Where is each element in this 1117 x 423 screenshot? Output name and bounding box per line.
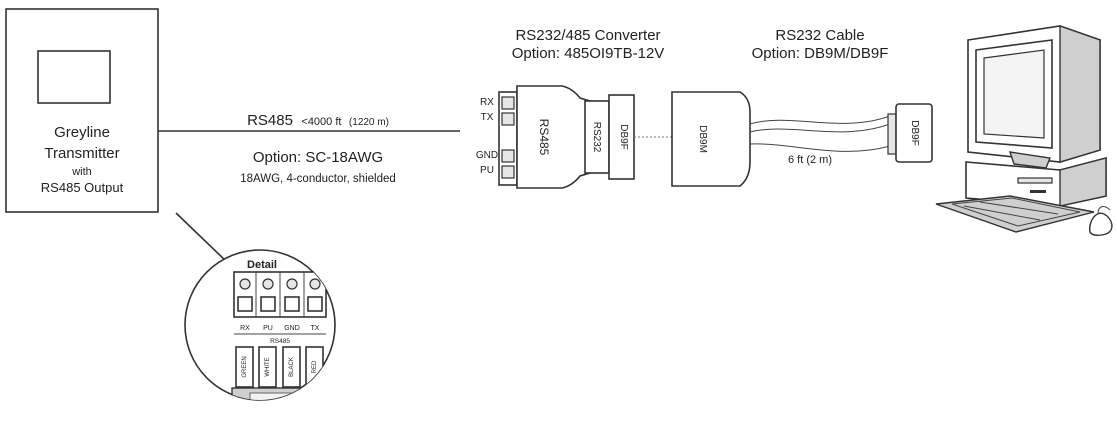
rs232-cable-length: 6 ft (2 m) bbox=[788, 154, 832, 166]
detail-screw-rx bbox=[239, 278, 251, 290]
detail-title: Detail bbox=[247, 259, 277, 271]
rs232-cable: RS232 Cable Option: DB9M/DB9F DB9M 6 ft … bbox=[671, 27, 933, 187]
converter-db9f-connector bbox=[608, 94, 635, 180]
rs232-db9f-collar bbox=[887, 113, 897, 155]
converter-db9f-label: DB9F bbox=[618, 124, 629, 150]
computer-base-side bbox=[1059, 157, 1107, 207]
transmitter-with: with bbox=[71, 166, 92, 178]
detail-view: Detail RX PU GND TX RS485 bbox=[184, 249, 336, 401]
keyboard bbox=[935, 195, 1095, 233]
computer-drive-led bbox=[1030, 190, 1046, 193]
converter-rs232-label: RS232 bbox=[591, 122, 602, 153]
rs485-cable-label: RS485 <4000 ft (1220 m) bbox=[247, 112, 389, 129]
rs232-db9f-connector bbox=[895, 103, 933, 163]
detail-opening-gnd bbox=[284, 296, 300, 312]
converter-rs485-label: RS485 bbox=[537, 119, 551, 156]
detail-wire-black bbox=[282, 346, 301, 388]
monitor-stand bbox=[1008, 151, 1051, 169]
mouse-cable bbox=[1097, 206, 1111, 215]
terminal-screw-tx bbox=[501, 112, 515, 126]
rs485-cable-option: Option: SC-18AWG bbox=[253, 149, 383, 166]
rs485-cable: RS485 <4000 ft (1220 m) Option: SC-18AWG… bbox=[158, 112, 460, 185]
transmitter-display bbox=[37, 50, 111, 104]
transmitter-name: Greyline bbox=[54, 124, 110, 141]
converter: RS232/485 Converter Option: 485OI9TB-12V… bbox=[498, 27, 665, 189]
computer bbox=[935, 25, 1113, 237]
converter-option: Option: 485OI9TB-12V bbox=[512, 45, 665, 62]
transmitter-enclosure bbox=[5, 8, 159, 213]
keyboard-key-row-1 bbox=[963, 205, 1041, 221]
detail-wire-label-white: WHITE bbox=[265, 357, 271, 376]
converter-db9f-plate bbox=[584, 100, 610, 174]
detail-terminal-label-rx: RX bbox=[240, 325, 250, 332]
monitor-screen bbox=[983, 49, 1045, 139]
rs485-length: <4000 ft bbox=[301, 116, 341, 128]
detail-arrow-shaft bbox=[175, 212, 229, 264]
detail-wire-green bbox=[235, 346, 254, 388]
detail-screw-gnd bbox=[286, 278, 298, 290]
terminal-screw-gnd bbox=[501, 149, 515, 163]
transmitter-output: RS485 Output bbox=[41, 180, 124, 195]
rs485-cable-spec: 18AWG, 4-conductor, shielded bbox=[240, 173, 396, 185]
rs232-cable-wire-bottom bbox=[749, 143, 891, 152]
detail-terminal-label-gnd: GND bbox=[284, 325, 300, 332]
transmitter: Greyline Transmitter with RS485 Output bbox=[5, 8, 159, 213]
rs232-cable-wire-top bbox=[749, 115, 891, 125]
terminal-tx-label: TX bbox=[481, 112, 494, 123]
keyboard-key-row-2 bbox=[979, 201, 1059, 215]
terminal-pu-label: PU bbox=[480, 165, 494, 176]
terminal-screw-rx bbox=[501, 96, 515, 110]
terminal-screw-pu bbox=[501, 165, 515, 179]
rs232-db9m-connector bbox=[671, 91, 751, 187]
terminal-gnd-label: GND bbox=[476, 150, 498, 161]
transmitter-type: Transmitter bbox=[44, 145, 119, 162]
detail-screw-pu bbox=[262, 278, 274, 290]
rs232-db9f-label: DB9F bbox=[909, 120, 920, 146]
detail-opening-rx bbox=[237, 296, 253, 312]
rs232-cable-wire-mid bbox=[749, 123, 891, 133]
rs485-length-metric: (1220 m) bbox=[349, 117, 389, 128]
terminal-rx-label: RX bbox=[480, 97, 494, 108]
rs232-db9m-label: DB9M bbox=[697, 125, 708, 153]
detail-screw-tx bbox=[309, 278, 321, 290]
converter-title: RS232/485 Converter bbox=[515, 27, 660, 44]
rs485-label: RS485 bbox=[247, 112, 293, 129]
detail-wire-label-red: RED bbox=[312, 360, 318, 373]
detail-opening-pu bbox=[260, 296, 276, 312]
rs232-cable-option: Option: DB9M/DB9F bbox=[752, 45, 889, 62]
detail-wire-label-black: BLACK bbox=[289, 357, 295, 377]
detail-wire-white bbox=[258, 346, 277, 388]
detail-wire-label-green: GREEN bbox=[242, 356, 248, 377]
mouse bbox=[1089, 212, 1113, 237]
detail-group-label: RS485 bbox=[270, 338, 290, 345]
computer-drive-slot bbox=[1017, 177, 1053, 184]
keyboard-keys bbox=[951, 197, 1081, 227]
detail-terminal-label-tx: TX bbox=[311, 325, 320, 332]
detail-opening-tx bbox=[307, 296, 323, 312]
detail-terminal-label-pu: PU bbox=[263, 325, 273, 332]
rs232-cable-title: RS232 Cable bbox=[775, 27, 864, 44]
monitor-side bbox=[1059, 25, 1101, 163]
